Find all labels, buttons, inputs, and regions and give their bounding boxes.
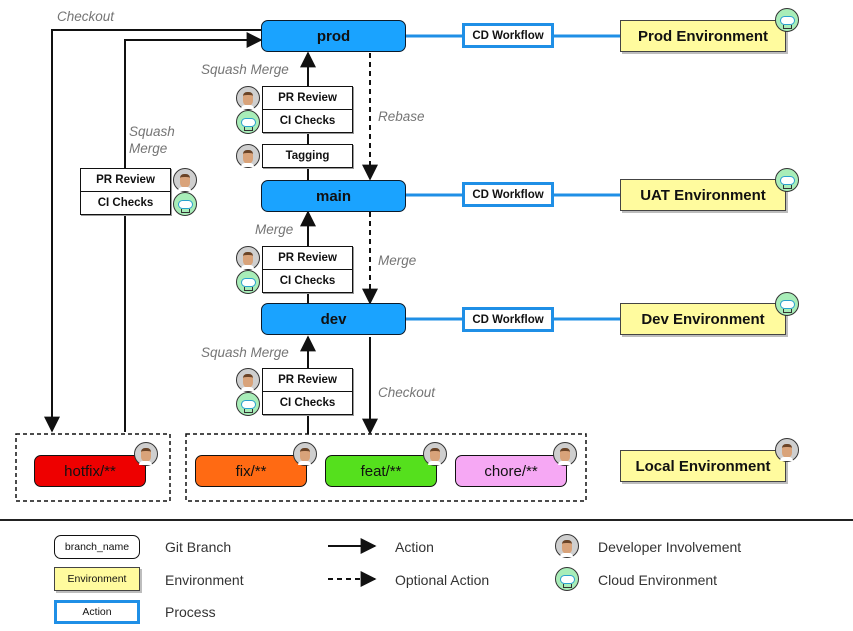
developer-icon: [293, 442, 317, 466]
label-squash-merge-dev: Squash Merge: [201, 345, 289, 360]
legend-branch-desc: Git Branch: [165, 539, 232, 555]
check-ci-checks: CI Checks: [262, 391, 353, 415]
developer-icon: [134, 442, 158, 466]
check-ci-checks: CI Checks: [262, 109, 353, 133]
branch-main[interactable]: main: [261, 180, 406, 212]
label-squash-merge: Squash Merge: [201, 62, 289, 77]
check-pr-review: PR Review: [80, 168, 171, 192]
developer-icon: [555, 534, 579, 558]
branch-chore[interactable]: chore/**: [455, 455, 567, 487]
legend-action-sample: Action: [54, 600, 140, 624]
developer-icon: [173, 168, 197, 192]
legend-dev-desc: Developer Involvement: [598, 539, 742, 555]
cd-workflow-main[interactable]: CD Workflow: [462, 182, 554, 207]
cloud-icon: [775, 168, 799, 192]
feature-group: [185, 433, 587, 502]
hotfix-group: [15, 433, 171, 502]
check-tagging: Tagging: [262, 144, 353, 168]
branch-prod[interactable]: prod: [261, 20, 406, 52]
developer-icon: [553, 442, 577, 466]
developer-icon: [236, 368, 260, 392]
prod-checkout-arrow: [44, 29, 261, 433]
cloud-icon: [555, 567, 579, 591]
check-pr-review: PR Review: [262, 86, 353, 110]
branch-hotfix[interactable]: hotfix/**: [34, 455, 146, 487]
hotfix-to-prod-arrow: [124, 32, 263, 432]
legend-dashed-desc: Optional Action: [395, 572, 490, 588]
developer-icon: [775, 438, 799, 462]
label-checkout: Checkout: [57, 9, 115, 24]
cloud-icon: [775, 292, 799, 316]
legend-branch-sample: branch_name: [54, 535, 140, 559]
label-squash-merge-hotfix: Squash Merge: [129, 124, 175, 156]
check-ci-checks: CI Checks: [262, 269, 353, 293]
developer-icon: [236, 144, 260, 168]
label-merge-optional: Merge: [378, 253, 417, 268]
legend-arrow-desc: Action: [395, 539, 434, 555]
cd-workflow-dev[interactable]: CD Workflow: [462, 307, 554, 332]
check-ci-checks: CI Checks: [80, 191, 171, 215]
legend-env-desc: Environment: [165, 572, 244, 588]
env-local: Local Environment: [620, 450, 786, 482]
label-rebase: Rebase: [378, 109, 425, 124]
legend-cloud-desc: Cloud Environment: [598, 572, 718, 588]
developer-icon: [423, 442, 447, 466]
env-uat: UAT Environment: [620, 179, 786, 211]
developer-icon: [236, 246, 260, 270]
check-pr-review: PR Review: [262, 368, 353, 392]
check-pr-review: PR Review: [262, 246, 353, 270]
env-prod: Prod Environment: [620, 20, 786, 52]
branch-feat[interactable]: feat/**: [325, 455, 437, 487]
cloud-icon: [775, 8, 799, 32]
cd-workflow-prod[interactable]: CD Workflow: [462, 23, 554, 48]
cloud-icon: [236, 392, 260, 416]
developer-icon: [236, 86, 260, 110]
label-checkout-dev: Checkout: [378, 385, 436, 400]
cloud-icon: [236, 110, 260, 134]
label-merge: Merge: [255, 222, 294, 237]
branch-fix[interactable]: fix/**: [195, 455, 307, 487]
cloud-icon: [173, 192, 197, 216]
cloud-icon: [236, 270, 260, 294]
legend-action-desc: Process: [165, 604, 216, 620]
legend-env-sample: Environment: [54, 567, 140, 591]
branch-dev[interactable]: dev: [261, 303, 406, 335]
env-dev: Dev Environment: [620, 303, 786, 335]
